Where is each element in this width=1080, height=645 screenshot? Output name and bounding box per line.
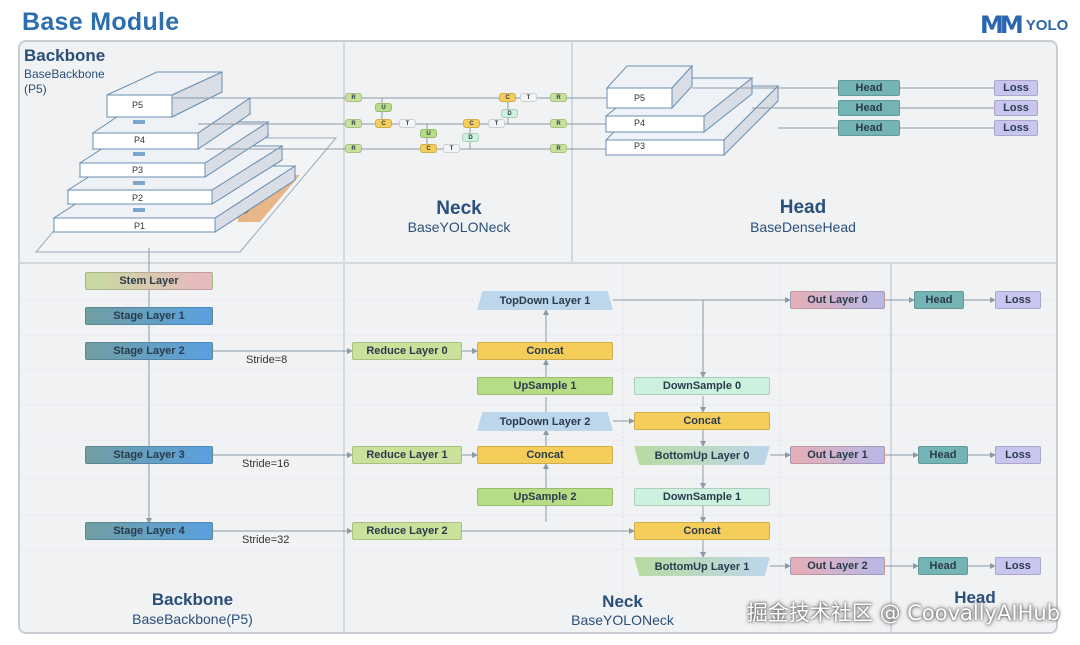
- top-backbone-sub2: (P5): [24, 82, 47, 96]
- top-head-box-2: Head: [838, 120, 900, 136]
- stem-layer: Stem Layer: [85, 272, 213, 290]
- head-level-p5: P5: [634, 93, 646, 103]
- divider-horizontal: [20, 262, 1056, 264]
- top-head-box-1: Head: [838, 100, 900, 116]
- upsample-2: UpSample 2: [477, 488, 613, 506]
- neck-mini-node: R: [550, 144, 567, 153]
- pyramid-label-p1: P1: [134, 221, 146, 231]
- divider-top-1: [343, 42, 345, 262]
- top-neck-title: Neck: [436, 198, 482, 219]
- pyramid-label-p4: P4: [134, 135, 146, 145]
- neck-mini-node: R: [345, 144, 362, 153]
- concat-1: Concat: [477, 446, 613, 464]
- out-layer-1: Out Layer 1: [790, 446, 885, 464]
- bottomup-layer-0: BottomUp Layer 0: [634, 446, 770, 465]
- stride-32: Stride=32: [242, 534, 290, 546]
- neck-mini-node: T: [399, 119, 416, 128]
- neck-mini-node: D: [462, 133, 479, 142]
- stride-8: Stride=8: [246, 354, 288, 366]
- top-loss-box-0: Loss: [994, 80, 1038, 96]
- logo-mark: MM: [980, 11, 1024, 39]
- bottomup-layer-1: BottomUp Layer 1: [634, 557, 770, 576]
- downsample-0: DownSample 0: [634, 377, 770, 395]
- bottom-head-0: Head: [914, 291, 964, 309]
- bottom-head-1: Head: [918, 446, 968, 464]
- top-loss-box-2: Loss: [994, 120, 1038, 136]
- top-neck-sub: BaseYOLONeck: [407, 219, 511, 235]
- divider-bottom-2: [890, 264, 892, 632]
- neck-mini-node: U: [420, 129, 437, 138]
- concat-0: Concat: [477, 342, 613, 360]
- neck-mini-node: R: [345, 93, 362, 102]
- top-backbone-sub1: BaseBackbone: [24, 67, 105, 81]
- neck-mini-node: U: [375, 103, 392, 112]
- neck-mini-node: C: [463, 119, 480, 128]
- bottom-head-2: Head: [918, 557, 968, 575]
- concat-3: Concat: [634, 522, 770, 540]
- pyramid-label-p3: P3: [132, 165, 144, 175]
- neck-mini-node: R: [345, 119, 362, 128]
- neck-mini-node: T: [443, 144, 460, 153]
- bottom-neck-title: Neck: [602, 592, 643, 611]
- topdown-layer-1: TopDown Layer 1: [477, 291, 613, 310]
- reduce-layer-2: Reduce Layer 2: [352, 522, 462, 540]
- out-layer-0: Out Layer 0: [790, 291, 885, 309]
- divider-top-2: [571, 42, 573, 262]
- reduce-layer-0: Reduce Layer 0: [352, 342, 462, 360]
- head-level-p3: P3: [634, 141, 646, 151]
- concat-2: Concat: [634, 412, 770, 430]
- reduce-layer-1: Reduce Layer 1: [352, 446, 462, 464]
- stage-layer-4: Stage Layer 4: [85, 522, 213, 540]
- bottom-neck-sub: BaseYOLONeck: [571, 612, 674, 628]
- neck-mini-node: T: [488, 119, 505, 128]
- bottom-loss-2: Loss: [995, 557, 1041, 575]
- mmyolo-logo: MM YOLO: [980, 10, 1068, 40]
- neck-mini-node: R: [550, 119, 567, 128]
- neck-mini-node: D: [501, 109, 518, 118]
- neck-mini-node: R: [550, 93, 567, 102]
- bottom-backbone-title: Backbone: [151, 590, 234, 609]
- bottom-backbone-sub: BaseBackbone(P5): [132, 611, 253, 627]
- top-head-sub: BaseDenseHead: [750, 219, 856, 235]
- stage-layer-1: Stage Layer 1: [85, 307, 213, 325]
- head-level-p4: P4: [634, 118, 646, 128]
- bottom-loss-0: Loss: [995, 291, 1041, 309]
- topdown-layer-2: TopDown Layer 2: [477, 412, 613, 431]
- neck-mini-node: C: [499, 93, 516, 102]
- bottom-head-title: Head: [954, 588, 996, 607]
- top-head-box-0: Head: [838, 80, 900, 96]
- pyramid-label-p2: P2: [132, 193, 144, 203]
- page-title: Base Module: [22, 8, 180, 36]
- pyramid-label-p5: P5: [132, 100, 144, 110]
- top-head-title: Head: [779, 197, 827, 218]
- stride-16: Stride=16: [242, 458, 290, 470]
- downsample-1: DownSample 1: [634, 488, 770, 506]
- top-loss-box-1: Loss: [994, 100, 1038, 116]
- logo-text: YOLO: [1025, 16, 1069, 34]
- bottom-loss-1: Loss: [995, 446, 1041, 464]
- neck-mini-node: C: [420, 144, 437, 153]
- top-backbone-title: Backbone: [24, 46, 106, 65]
- divider-bottom-1: [343, 264, 345, 632]
- neck-mini-node: T: [520, 93, 537, 102]
- stage-layer-3: Stage Layer 3: [85, 446, 213, 464]
- upsample-1: UpSample 1: [477, 377, 613, 395]
- neck-mini-node: C: [375, 119, 392, 128]
- watermark: 掘金技术社区 @ CoovallyAIHub: [746, 601, 1060, 625]
- out-layer-2: Out Layer 2: [790, 557, 885, 575]
- stage-layer-2: Stage Layer 2: [85, 342, 213, 360]
